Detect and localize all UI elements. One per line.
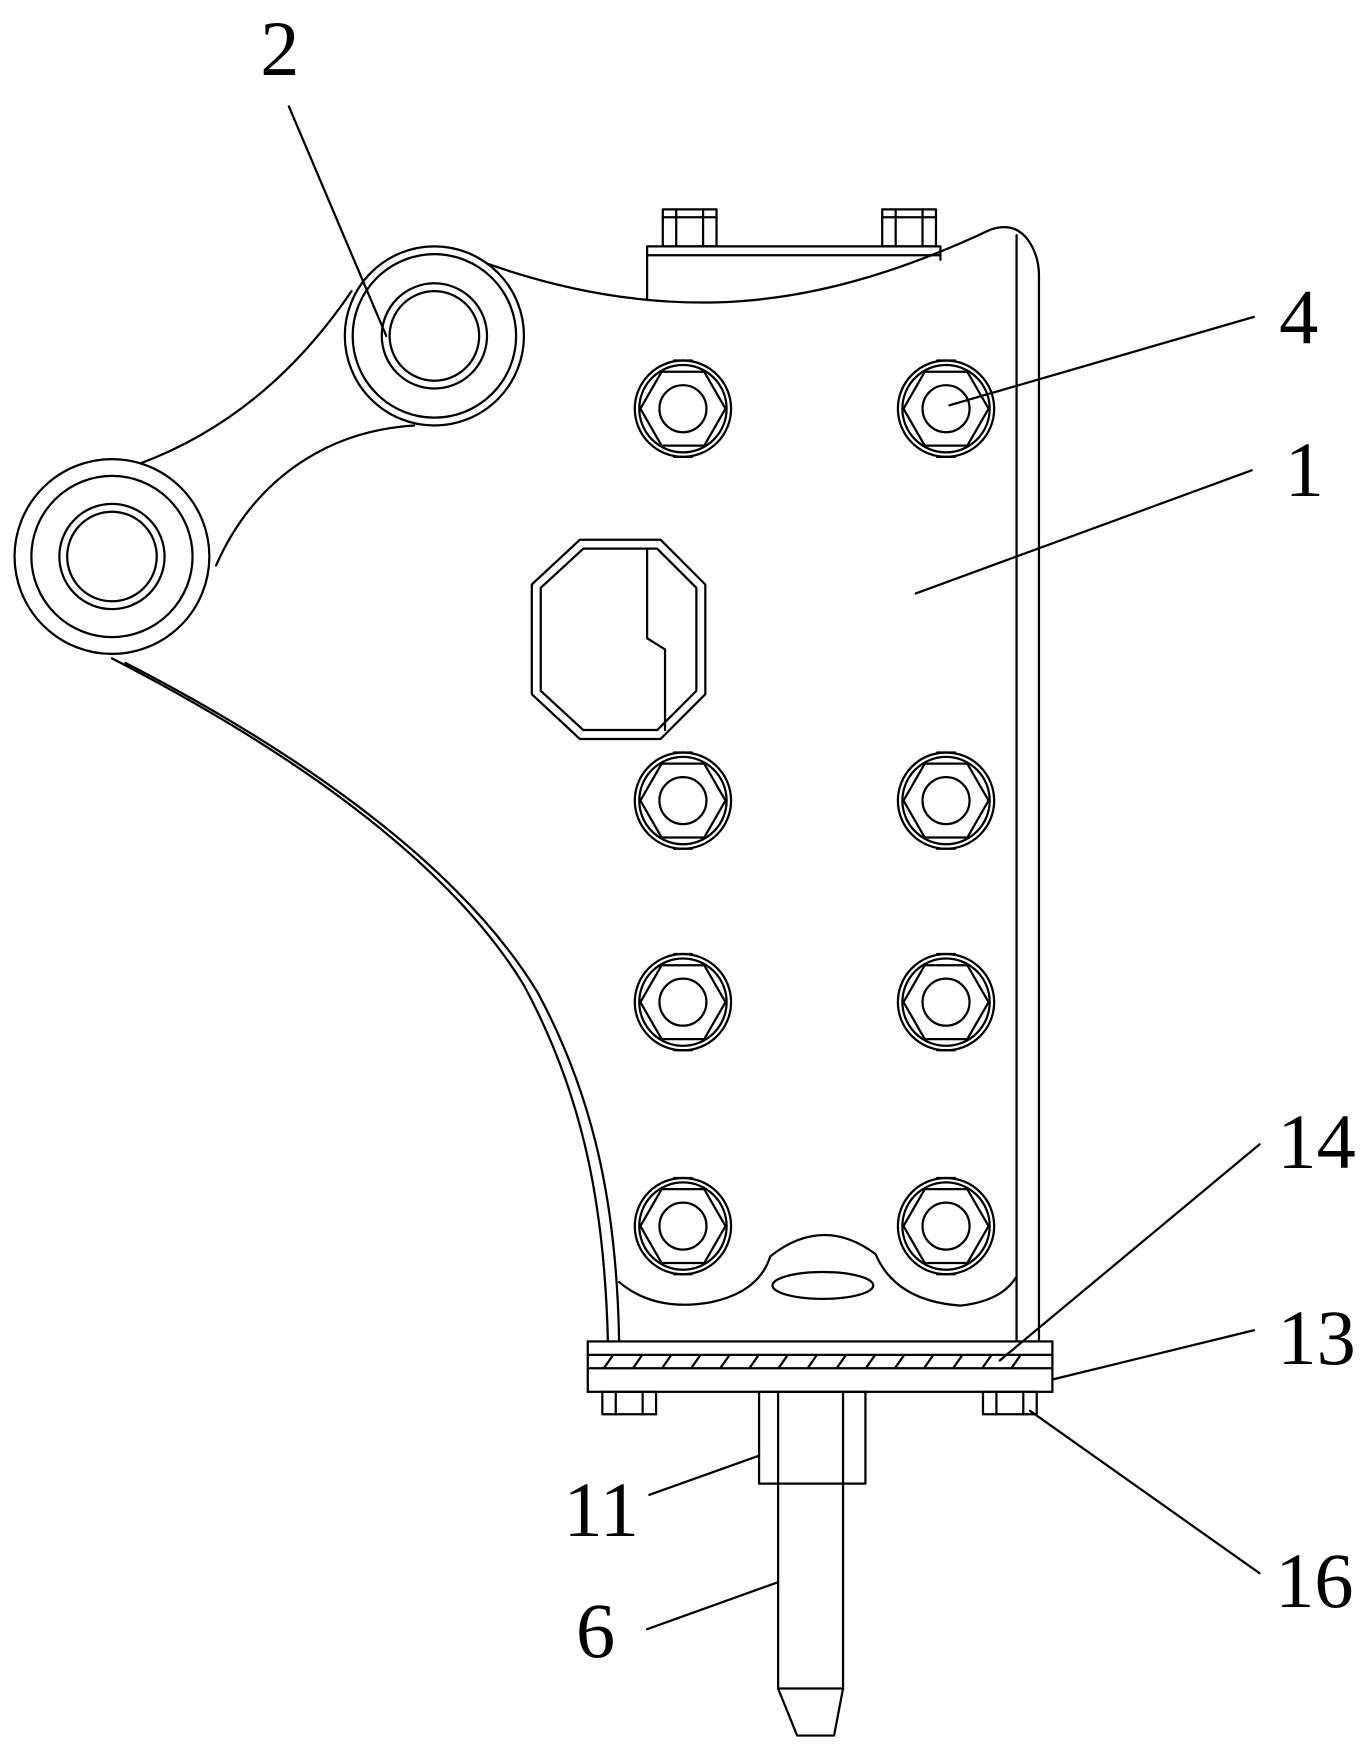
top-block — [645, 245, 942, 302]
bushing — [757, 1390, 867, 1485]
hatch-line — [632, 1354, 643, 1369]
hatch-line — [807, 1354, 818, 1369]
leader-line-6 — [645, 1581, 780, 1631]
leader-line-1 — [914, 469, 1253, 595]
bolt — [633, 359, 733, 458]
bolt — [896, 359, 996, 458]
top-nut-left — [661, 208, 718, 248]
plate-left-edge-inner — [124, 661, 621, 1343]
hatch-line — [836, 1354, 847, 1369]
bolt — [633, 1176, 733, 1276]
top-nut-right — [881, 208, 938, 248]
bottom-nut-right — [981, 1390, 1038, 1416]
callout-label: 14 — [1277, 1098, 1355, 1185]
chisel — [776, 1390, 845, 1737]
bolt-array — [633, 359, 996, 1276]
window-crack-line — [645, 547, 667, 732]
hatch-line — [748, 1354, 760, 1369]
hatch-line — [719, 1354, 730, 1369]
hatch-line — [923, 1354, 934, 1369]
hatch-line — [981, 1354, 992, 1369]
hatch-line — [894, 1354, 905, 1369]
leader-line-4 — [948, 315, 1256, 407]
callout-label: 2 — [260, 5, 299, 92]
plate-top-right-corner — [989, 226, 1041, 1343]
side-plate — [110, 226, 1041, 1343]
lower-pin-ear — [13, 457, 211, 656]
hatch-line — [661, 1354, 672, 1369]
leader-line-11 — [648, 1454, 761, 1496]
plate-bottom-edge — [618, 1233, 1018, 1307]
leader-line-14 — [998, 1143, 1261, 1362]
bolt — [633, 751, 733, 850]
bolt — [896, 952, 996, 1052]
bolt — [633, 952, 733, 1052]
bottom-nut-left — [601, 1390, 658, 1416]
octagonal-window — [530, 538, 707, 741]
hatch-line — [952, 1354, 963, 1369]
callout-label: 11 — [563, 1466, 638, 1553]
hatch-line — [778, 1354, 789, 1369]
leader-lines — [287, 105, 1261, 1631]
callout-label: 1 — [1285, 426, 1324, 513]
callout-label: 13 — [1277, 1294, 1355, 1381]
plate-left-edge-outer — [110, 657, 610, 1343]
callout-label: 6 — [576, 1587, 615, 1674]
bolt — [896, 751, 996, 850]
leader-line-16 — [1028, 1409, 1261, 1575]
hatch-line — [690, 1354, 701, 1369]
mounting-arm — [138, 290, 416, 567]
callout-label: 4 — [1279, 274, 1318, 361]
bolt — [896, 1176, 996, 1276]
bottom-plate — [586, 1340, 1054, 1393]
callout-labels: 2 4 1 14 13 11 16 6 — [260, 5, 1355, 1674]
upper-pin-ear — [343, 245, 526, 427]
hatch-line — [865, 1354, 876, 1369]
leader-line-13 — [1051, 1329, 1256, 1381]
plate-top-edge — [446, 228, 992, 304]
callout-label: 16 — [1275, 1537, 1353, 1624]
gasket-hatching — [603, 1354, 1022, 1369]
leader-line-2 — [287, 105, 388, 338]
hatch-line — [1010, 1354, 1022, 1369]
hatch-line — [603, 1354, 614, 1369]
plate-slot — [771, 1270, 875, 1300]
